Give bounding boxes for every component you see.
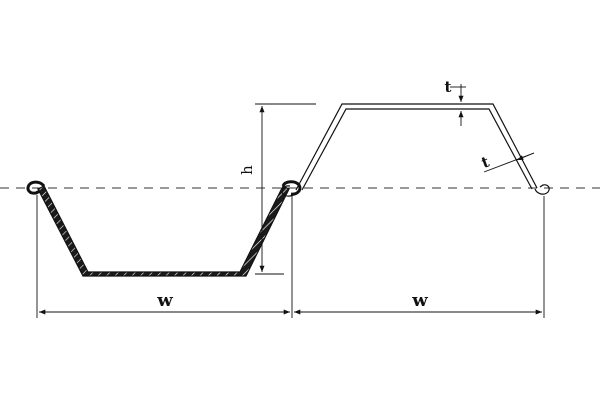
width-dimensions: w w [36,195,545,318]
right-pile-right-interlock [534,184,550,195]
height-label: h [238,165,256,175]
height-dimension: h [238,103,316,275]
flange-thickness-label: t [445,78,452,96]
flange-thickness-dimension: t [445,78,466,126]
web-thickness-label: t [479,153,492,172]
left-pile-trough [37,185,290,277]
right-pile-left-interlock [281,185,300,197]
right-pile-outer [295,103,538,191]
right-pile-section [281,103,550,197]
left-pile-section [26,180,302,277]
web-thickness-dimension: t [479,152,535,173]
width-label-right: w [411,290,428,311]
right-pile-inner [301,108,533,191]
left-interlock-hook [26,180,46,195]
web-thickness-arrow-outer [516,152,535,161]
width-label-left: w [156,290,173,311]
